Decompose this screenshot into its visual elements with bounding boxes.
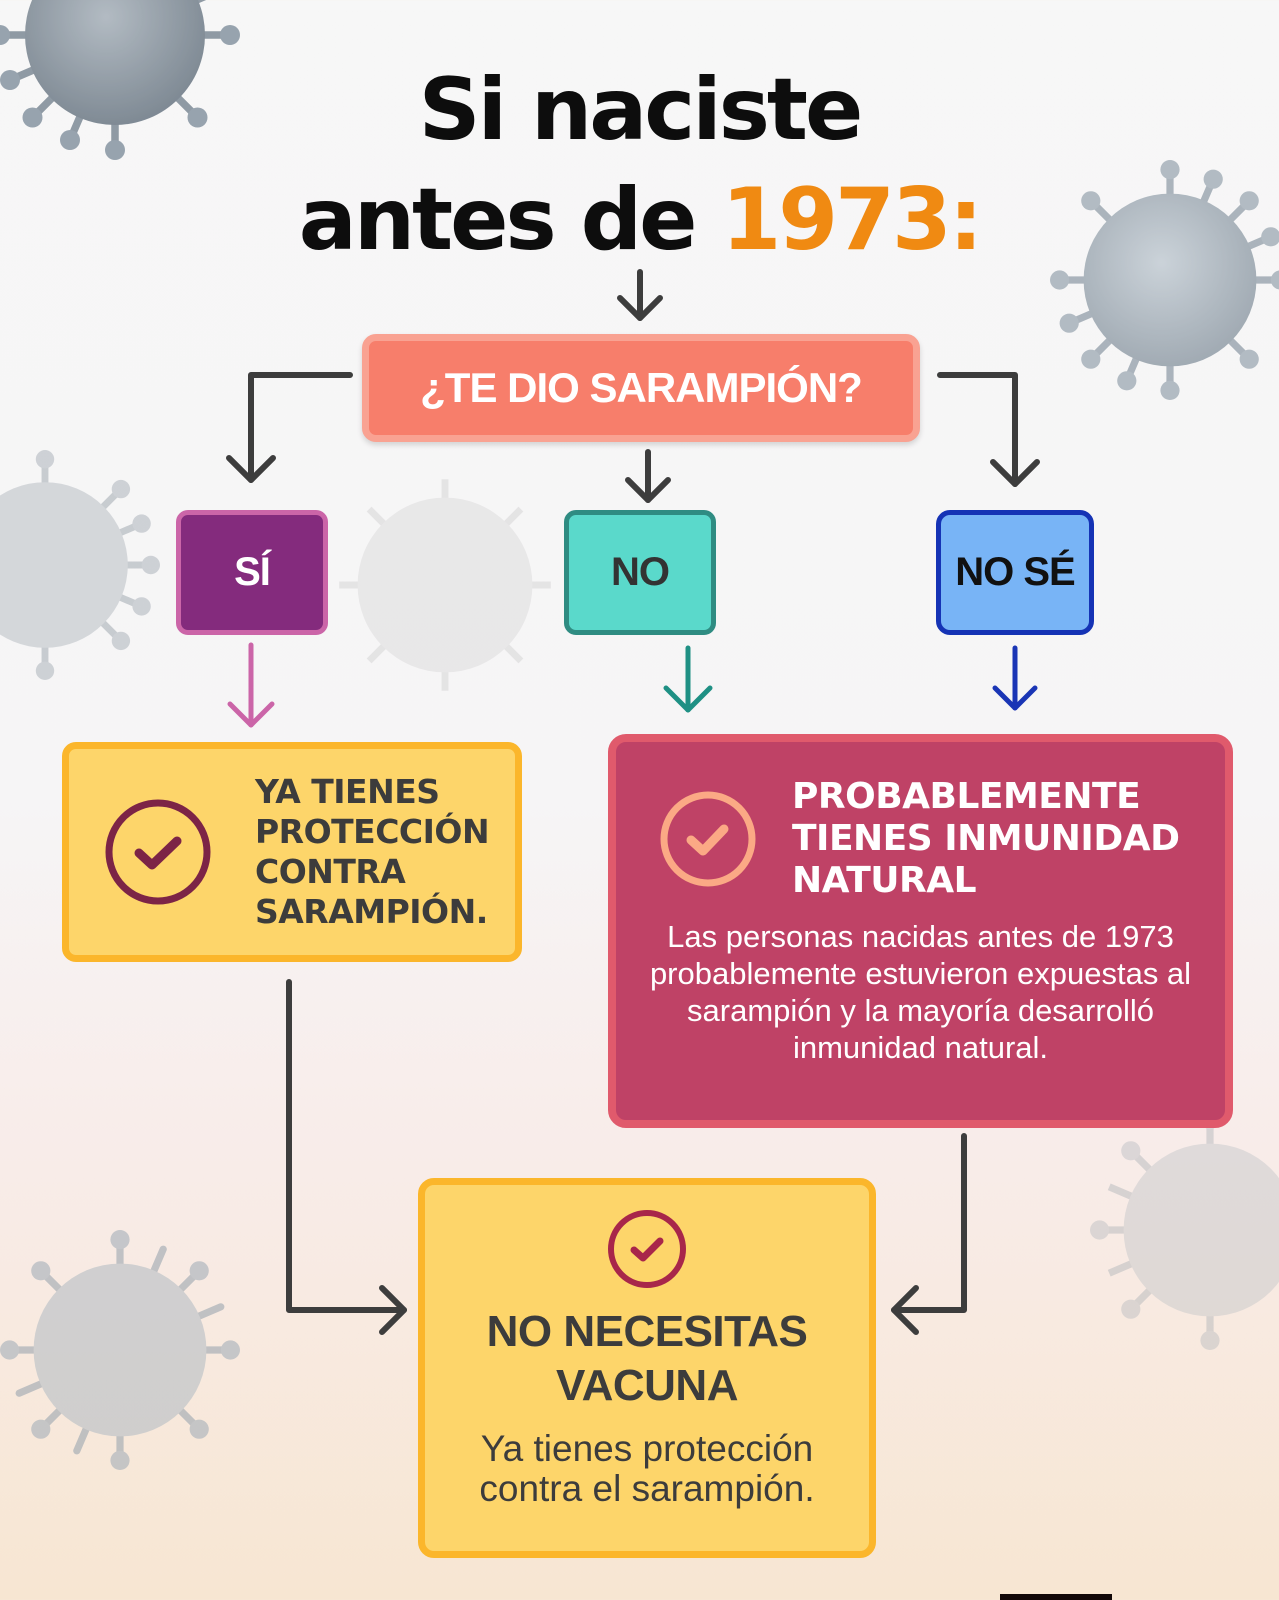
answer-no-label: NO [611, 550, 670, 594]
result-no-vaccine-body: Ya tienes protección contra el sarampión… [479, 1428, 815, 1509]
result-no-vaccine-heading: NO NECESITAS VACUNA [487, 1305, 808, 1413]
arrow-down-icon [992, 645, 1038, 711]
arrow-down-icon [617, 269, 663, 321]
title-line-1: Si naciste [418, 60, 864, 160]
result-probable-immunity: PROBABLEMENTE TIENES INMUNIDAD NATURAL L… [608, 734, 1233, 1128]
arrow-down-icon [227, 642, 275, 728]
answer-no-se: NO SÉ [936, 510, 1094, 635]
text-line: NO NECESITAS [486, 1307, 808, 1356]
arrow-down-icon [226, 372, 353, 483]
check-circle-icon [608, 1210, 686, 1288]
text-line: PROTECCIÓN [255, 812, 490, 851]
answer-no: NO [564, 510, 716, 635]
result-no-vaccine: NO NECESITAS VACUNA Ya tienes protección… [418, 1178, 876, 1558]
answer-si: SÍ [176, 510, 328, 635]
check-circle-icon [660, 791, 756, 887]
virus-icon [330, 470, 560, 700]
text-line: YA TIENES [255, 772, 440, 811]
arrow-down-icon [625, 449, 671, 503]
arrow-right-icon [286, 979, 407, 1335]
check-circle-icon [105, 799, 211, 905]
result-probable-body: Las personas nacidas antes de 1973 proba… [649, 919, 1192, 1065]
result-protected: YA TIENES PROTECCIÓN CONTRA SARAMPIÓN. [62, 742, 522, 962]
question-label: ¿TE DIO SARAMPIÓN? [420, 364, 863, 411]
result-probable-heading: PROBABLEMENTE TIENES INMUNIDAD NATURAL [792, 776, 1180, 902]
arrow-down-icon [663, 645, 713, 713]
result-protected-text: YA TIENES PROTECCIÓN CONTRA SARAMPIÓN. [255, 772, 490, 932]
virus-icon [0, 0, 240, 160]
text-line: NATURAL [792, 860, 977, 901]
text-line: SARAMPIÓN. [255, 892, 488, 931]
title-prefix: antes de [298, 170, 722, 270]
result-heading-row: PROBABLEMENTE TIENES INMUNIDAD NATURAL [616, 776, 1225, 902]
text-line: CONTRA [255, 852, 406, 891]
text-line: VACUNA [556, 1361, 738, 1410]
text-line: TIENES INMUNIDAD [792, 818, 1180, 859]
virus-icon [0, 440, 160, 690]
question-box: ¿TE DIO SARAMPIÓN? [362, 334, 920, 442]
virus-icon [1050, 150, 1279, 410]
answer-si-label: SÍ [234, 550, 271, 594]
title-year: 1973: [721, 170, 983, 270]
text-line: PROBABLEMENTE [792, 776, 1141, 817]
arrow-down-icon [937, 372, 1040, 487]
bottom-bar [1000, 1594, 1112, 1600]
virus-icon [1090, 1110, 1279, 1350]
virus-icon [0, 1230, 240, 1470]
title-line-2: antes de 1973: [0, 172, 1279, 268]
page-title: Si naciste antes de 1973: [0, 62, 1279, 268]
answer-no-se-label: NO SÉ [955, 550, 1075, 594]
arrow-left-icon [891, 1133, 967, 1335]
